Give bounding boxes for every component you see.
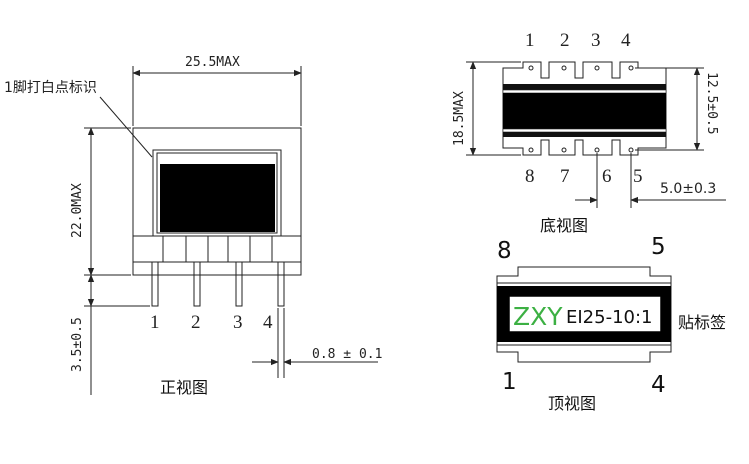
front-pin-width-dim: 0.8 ± 0.1 [312,347,382,362]
bottom-pin-label: 6 [602,166,612,187]
front-terminal-ribs [162,236,273,262]
top-view-caption: 顶视图 [548,394,596,413]
bottom-core-band [503,84,666,90]
bottom-pitch-dim: 5.0±0.3 [660,181,716,197]
front-terminal-block [132,235,302,263]
bottom-row-spacing-dim: 12.5±0.5 [704,72,719,135]
bottom-pin-label: 3 [591,30,601,51]
top-label-brand: ZXY [513,302,563,331]
bottom-height-dim: 18.5MAX [452,91,467,146]
bottom-pin-holes [528,65,634,153]
front-height-dim: 22.0MAX [70,183,85,238]
top-corner-pin-5: 5 [651,234,666,260]
front-pin-length-dim: 3.5±0.5 [70,317,85,372]
bottom-body-outline [502,61,667,156]
bottom-pin-label: 4 [621,30,631,51]
top-corner-pin-1: 1 [502,369,517,395]
bottom-pin-label: 8 [525,166,535,187]
front-body-outline [132,127,302,276]
front-pin1-note: 1脚打白点标识 [4,79,97,96]
top-label-sticker [508,295,662,333]
bottom-pin-label: 7 [560,166,570,187]
front-width-dim: 25.5MAX [185,55,240,70]
front-pin-label: 4 [263,312,273,333]
bottom-pin-label: 1 [525,30,535,51]
bottom-view-caption: 底视图 [540,216,588,235]
bottom-view: 1 2 3 4 8 7 6 5 18.5MAX 12.5±0.5 5.0±0.3… [452,30,726,235]
front-pins [151,261,285,307]
bottom-pin-label: 2 [560,30,570,51]
top-corner-pin-8: 8 [497,238,512,264]
top-label-model: EI25-10:1 [566,307,653,328]
top-body-outline [496,266,672,363]
front-view: 1 2 3 4 25.5MAX 1脚打白点标识 22.0MAX 3.5±0.5 … [4,55,382,397]
top-label-note: 贴标签 [678,313,726,332]
top-corner-pin-4: 4 [651,372,666,398]
front-view-caption: 正视图 [160,378,208,397]
top-view: ZXY EI25-10:1 贴标签 8 5 1 4 顶视图 [496,234,726,413]
bottom-pin-label: 5 [633,166,643,187]
front-pin-label: 2 [191,312,201,333]
front-pin-label: 1 [150,312,160,333]
front-pin-label: 3 [233,312,243,333]
front-core [160,164,275,232]
